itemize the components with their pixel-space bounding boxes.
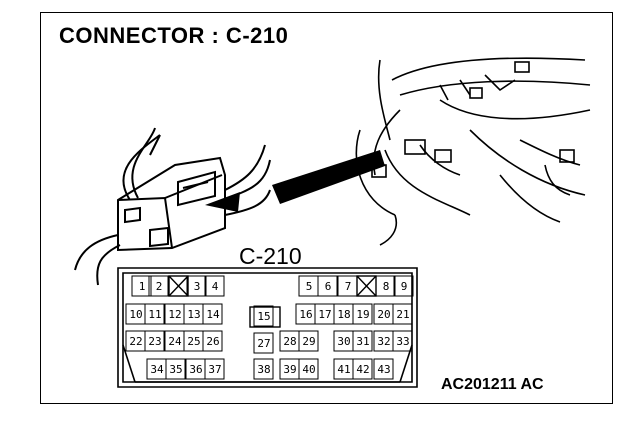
pin-cavity	[165, 358, 186, 380]
pin-number: 32	[377, 335, 390, 348]
pin-number: 39	[283, 363, 296, 376]
pin-cavity	[392, 303, 413, 325]
pin-cavity	[204, 275, 225, 297]
pin-number: 7	[345, 280, 352, 293]
pin-number: 26	[206, 335, 219, 348]
pin-cavity	[393, 275, 414, 297]
pin-number: 3	[194, 280, 201, 293]
pin-number: 12	[168, 308, 181, 321]
diagram-title: CONNECTOR : C-210	[59, 23, 289, 48]
location-arrow	[205, 150, 385, 212]
pin-cavity	[298, 358, 319, 380]
pin-cavity	[253, 358, 274, 380]
pin-cavity	[131, 275, 152, 297]
pin-number: 2	[156, 280, 163, 293]
pin-cavity	[317, 275, 338, 297]
pin-number: 19	[356, 308, 369, 321]
pin-number: 20	[377, 308, 390, 321]
pin-cavity	[204, 358, 225, 380]
pin-number: 42	[356, 363, 369, 376]
pin-number: 43	[377, 363, 390, 376]
pin-number: 28	[283, 335, 296, 348]
diagram-frame: CONNECTOR : C-210 C-210 AC201211 AC	[40, 12, 613, 404]
pin-cavity	[373, 358, 394, 380]
pin-number: 40	[302, 363, 315, 376]
pin-number: 41	[337, 363, 350, 376]
pin-number: 37	[208, 363, 221, 376]
connector-face	[117, 267, 418, 388]
pin-cavity	[202, 330, 223, 352]
pin-cavity	[144, 303, 165, 325]
pin-number: 5	[306, 280, 313, 293]
pin-number: 18	[337, 308, 350, 321]
pin-number: 23	[148, 335, 161, 348]
pin-number: 14	[206, 308, 220, 321]
pin-cavity	[202, 303, 223, 325]
pin-cavity	[352, 330, 373, 352]
pin-number: 21	[396, 308, 409, 321]
pin-number: 4	[212, 280, 219, 293]
pin-number: 33	[396, 335, 409, 348]
figure-code: AC201211 AC	[441, 376, 544, 393]
pin-number: 29	[302, 335, 315, 348]
pin-cavity	[298, 330, 319, 352]
pin-cavity	[144, 330, 165, 352]
pin-cavity	[392, 330, 413, 352]
pin-cavity	[186, 275, 207, 297]
pin-number: 30	[337, 335, 350, 348]
connector-housing-drawing	[74, 127, 271, 286]
pin-number: 9	[401, 280, 408, 293]
pin-number: 34	[150, 363, 164, 376]
pin-number: 15	[257, 310, 270, 323]
pin-number: 31	[356, 335, 369, 348]
pin-cavity	[253, 332, 274, 354]
pin-cavity	[352, 303, 373, 325]
pin-number: 35	[169, 363, 182, 376]
pin-cavity	[375, 275, 396, 297]
pin-number: 1	[139, 280, 146, 293]
pin-number: 24	[168, 335, 182, 348]
pin-cavity	[253, 305, 274, 327]
pin-number: 25	[187, 335, 200, 348]
vehicle-harness-drawing	[355, 57, 591, 246]
pin-number: 38	[257, 363, 270, 376]
pin-cavity	[352, 358, 373, 380]
connector-face-label: C-210	[239, 243, 302, 269]
pin-number: 17	[318, 308, 331, 321]
pin-cavity	[337, 275, 358, 297]
pin-number: 16	[299, 308, 312, 321]
pin-number: 13	[187, 308, 200, 321]
pin-number: 11	[148, 308, 161, 321]
connector-pin-grid	[125, 275, 414, 380]
pin-number: 10	[129, 308, 142, 321]
pin-number: 27	[257, 337, 270, 350]
pin-number: 22	[129, 335, 142, 348]
pin-number: 6	[325, 280, 332, 293]
pin-number: 8	[383, 280, 390, 293]
pin-cavity	[148, 275, 169, 297]
pin-number: 36	[189, 363, 202, 376]
